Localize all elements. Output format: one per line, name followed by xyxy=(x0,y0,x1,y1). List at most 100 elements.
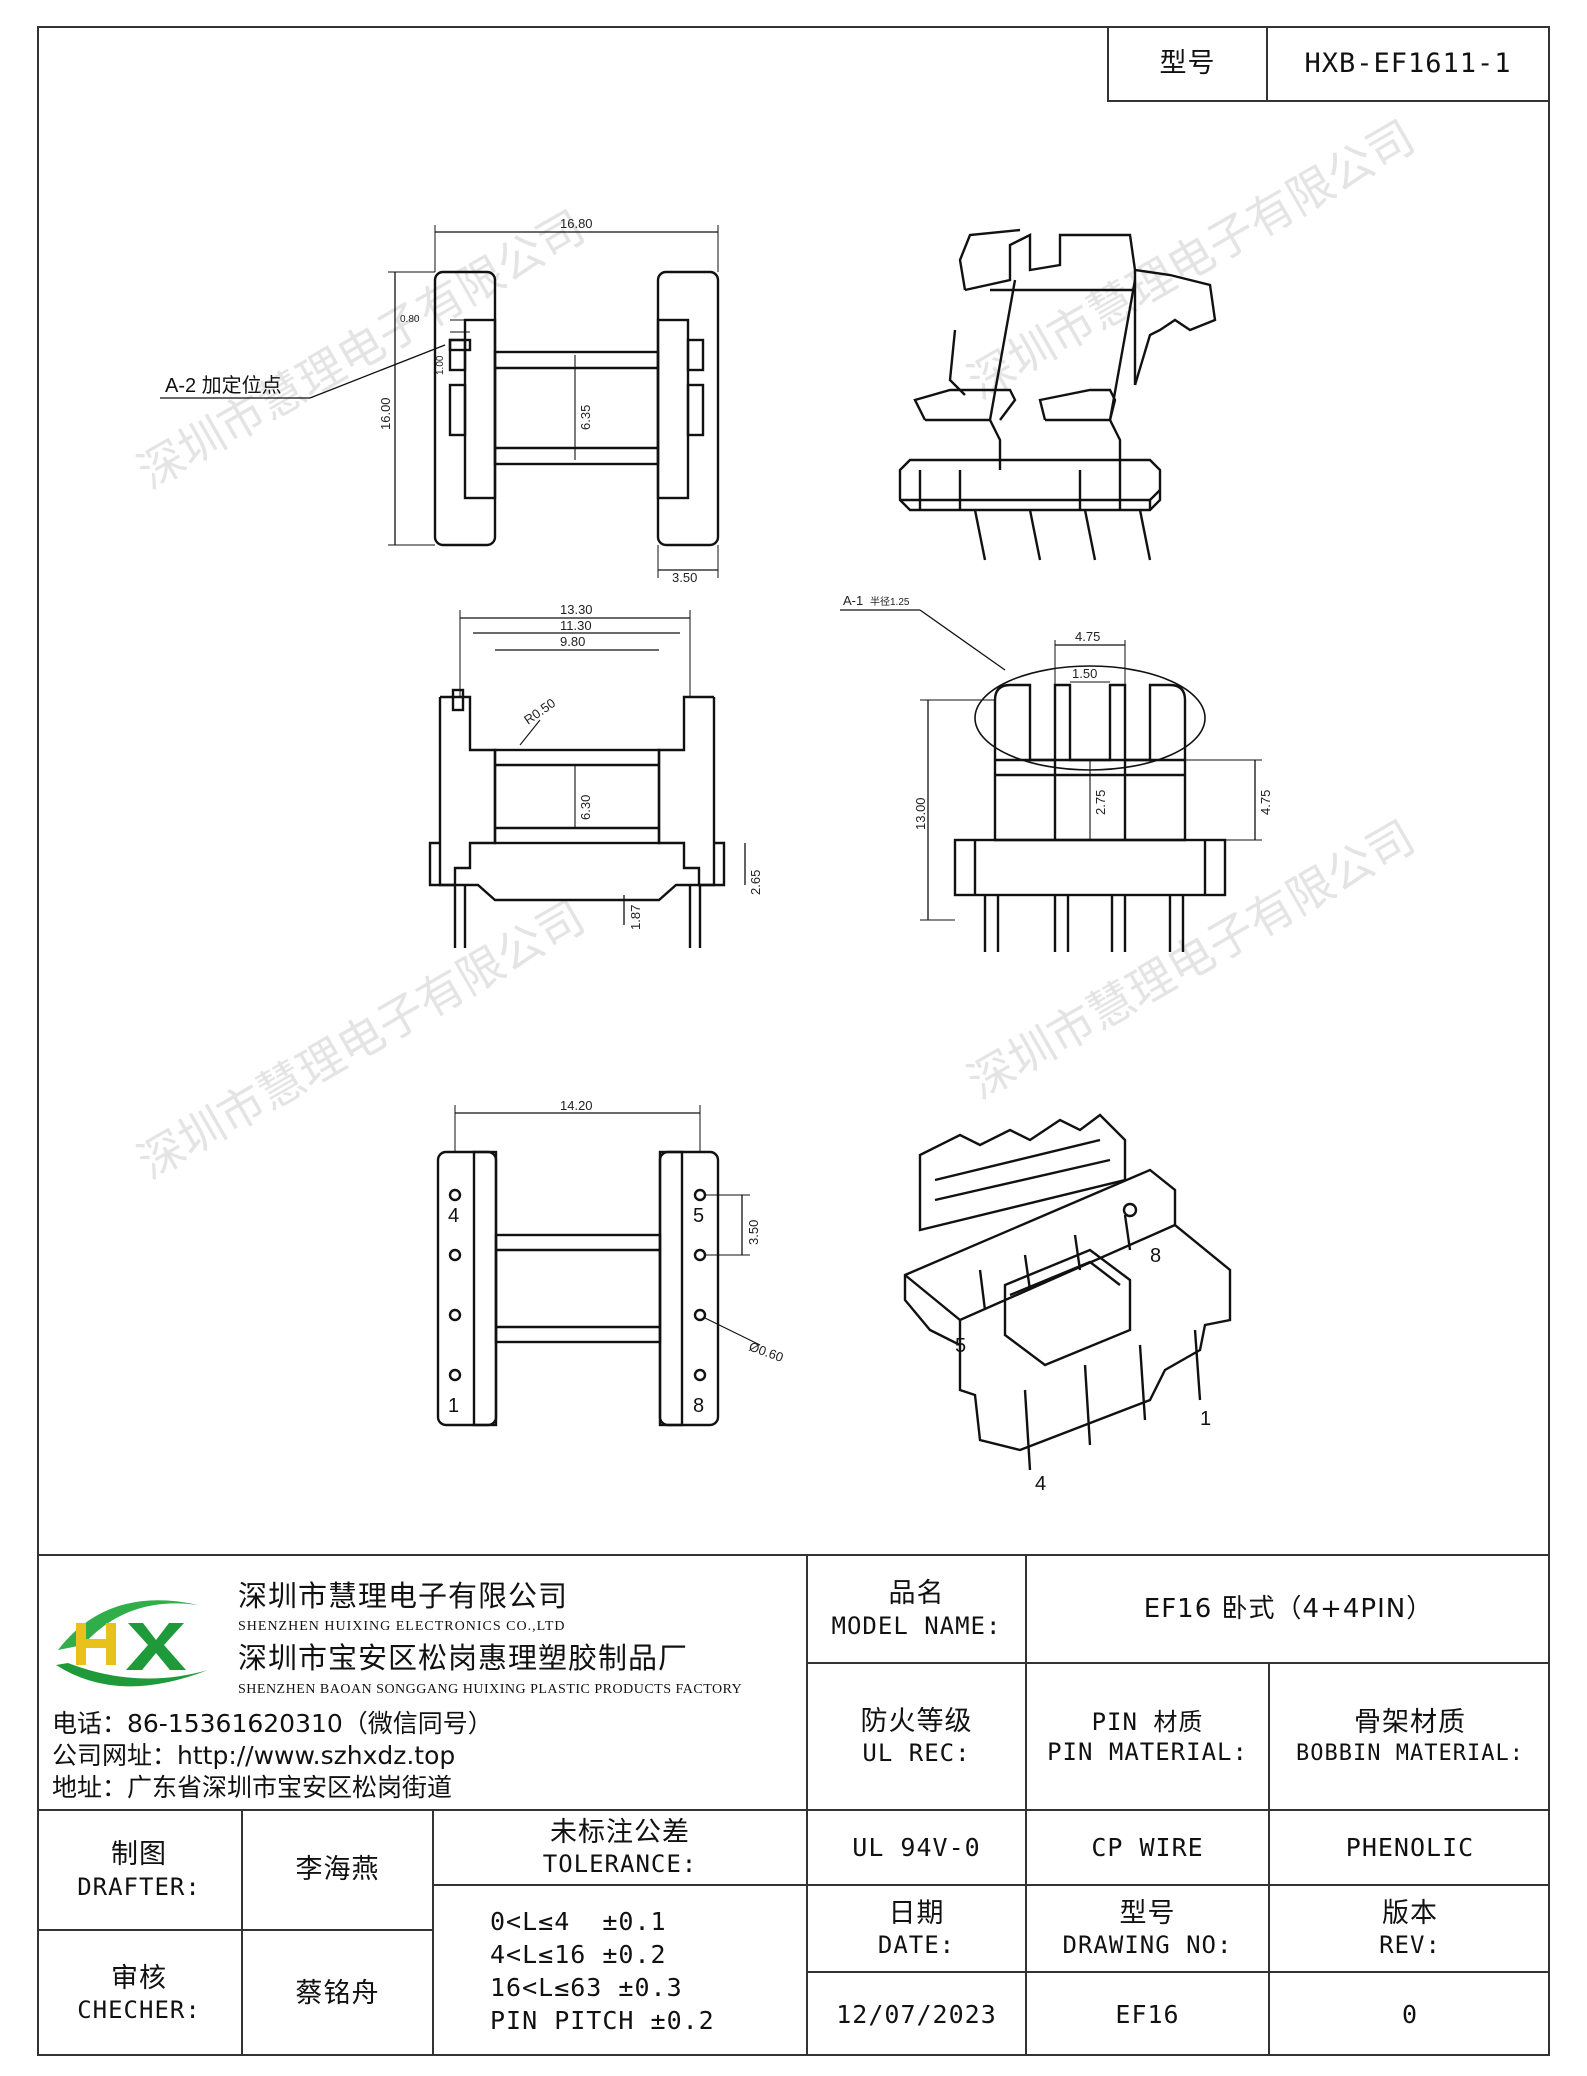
tolerance-cn: 未标注公差 xyxy=(550,1816,690,1848)
drafter-value: 李海燕 xyxy=(295,1854,380,1886)
pin-material-value: CP WIRE xyxy=(1091,1832,1204,1862)
checker-value: 蔡铭舟 xyxy=(295,1977,380,2009)
v1-flange: 3.50 xyxy=(672,570,697,585)
v4-hole: Ø0.60 xyxy=(747,1339,785,1365)
drawing-frame xyxy=(37,26,1550,2056)
rev-label: 版本 REV: xyxy=(1270,1886,1550,1971)
v2-w3: 9.80 xyxy=(560,634,585,649)
tb-vline-tol xyxy=(432,1809,434,2056)
model-box-left xyxy=(1107,26,1109,102)
company-name-1-en: SHENZHEN HUIXING ELECTRONICS CO.,LTD xyxy=(238,1619,566,1635)
v1-height: 16.00 xyxy=(378,397,393,430)
rev-en: REV: xyxy=(1379,1931,1441,1960)
view-middle-left xyxy=(428,610,746,948)
v2-inner: 6.30 xyxy=(578,795,593,820)
v2-base: 2.65 xyxy=(748,870,763,895)
model-name-en: MODEL NAME: xyxy=(831,1611,1002,1640)
tb-vline-3 xyxy=(1268,1662,1270,2056)
tolerance-row-3: 16<L≤63 ±0.3 xyxy=(490,1973,683,2002)
drawing-no-cn: 型号 xyxy=(1119,1897,1176,1929)
checker-en: CHECHER: xyxy=(77,1996,201,2025)
tb-line-4 xyxy=(806,1884,1550,1886)
tb-vline-2 xyxy=(1025,1554,1027,2056)
checker-cn: 审核 xyxy=(111,1962,167,1994)
v5-pin-4: 4 xyxy=(1035,1473,1046,1495)
pin-material-cn: PIN 材质 xyxy=(1091,1707,1204,1736)
v3-top: 4.75 xyxy=(1075,629,1100,644)
rev-value: 0 xyxy=(1401,1999,1419,2029)
tb-line-tol xyxy=(432,1884,806,1886)
drawing-no-en: DRAWING NO: xyxy=(1062,1931,1233,1960)
v3-height: 13.00 xyxy=(913,797,928,830)
bobbin-material-label: 骨架材质 BOBBIN MATERIAL: xyxy=(1270,1664,1550,1809)
bobbin-material-value: PHENOLIC xyxy=(1345,1832,1475,1862)
drafter-cn: 制图 xyxy=(111,1839,167,1871)
date-en: DATE: xyxy=(877,1931,956,1960)
drawing-no-value: EF16 xyxy=(1115,1999,1180,2029)
v4-pin-1: 1 xyxy=(448,1395,459,1417)
pin-material-label: PIN 材质 PIN MATERIAL: xyxy=(1027,1664,1268,1809)
company-logo xyxy=(56,1600,208,1687)
tolerance-list: 0<L≤4 ±0.1 4<L≤16 ±0.2 16<L≤63 ±0.3 PIN … xyxy=(434,1886,806,2056)
drafter-label: 制图 DRAFTER: xyxy=(37,1811,241,1929)
model-box-bottom xyxy=(1107,100,1550,102)
date-label: 日期 DATE: xyxy=(808,1886,1025,1971)
date-cn: 日期 xyxy=(888,1897,945,1929)
v4-pin-4: 4 xyxy=(448,1205,459,1227)
tb-line-3 xyxy=(37,1809,1550,1811)
a2-label: A-2 加定位点 xyxy=(165,374,282,397)
v1-small1: 0.80 xyxy=(400,314,420,325)
rev-cn: 版本 xyxy=(1382,1897,1438,1929)
watermark-4: 深圳市慧理电子有限公司 xyxy=(959,810,1424,1110)
v4-pin-8: 8 xyxy=(693,1395,704,1417)
date-value: 12/07/2023 xyxy=(836,1999,997,2029)
view-top-left xyxy=(160,225,720,578)
company-name-2-en: SHENZHEN BAOAN SONGGANG HUIXING PLASTIC … xyxy=(238,1682,743,1698)
view-iso-bottom xyxy=(903,1113,1232,1471)
v2-w2: 11.30 xyxy=(560,618,592,633)
v3-side: 4.75 xyxy=(1258,790,1273,815)
v3-mid: 2.75 xyxy=(1093,790,1108,815)
v2-pin: 1.87 xyxy=(628,905,643,930)
tb-top-line xyxy=(37,1554,1550,1556)
v5-pin-1: 1 xyxy=(1200,1408,1211,1430)
tolerance-row-4: PIN PITCH ±0.2 xyxy=(490,2006,715,2035)
bobbin-material-en: BOBBIN MATERIAL: xyxy=(1296,1740,1524,1766)
view-iso-top xyxy=(898,228,1217,561)
drawing-no-label: 型号 DRAWING NO: xyxy=(1027,1886,1268,1971)
tolerance-row-2: 4<L≤16 ±0.2 xyxy=(490,1940,667,1969)
view-middle-right xyxy=(840,609,1262,952)
v2-radius: R0.50 xyxy=(521,695,558,727)
technical-drawing: 深圳市慧理电子有限公司 深圳市慧理电子有限公司 深圳市慧理电子有限公司 深圳市慧… xyxy=(129,110,1424,1495)
ul-rec-en: UL REC: xyxy=(862,1739,971,1768)
v5-pin-5: 5 xyxy=(955,1335,966,1357)
v1-inner: 6.35 xyxy=(578,405,593,430)
company-website[interactable]: 公司网址：http://www.szhxdz.top xyxy=(52,1741,456,1771)
v2-w1: 13.30 xyxy=(560,602,593,617)
view-bottom-left xyxy=(436,1105,761,1427)
company-name-1: 深圳市慧理电子有限公司 xyxy=(238,1578,569,1613)
v5-pin-8: 8 xyxy=(1150,1245,1161,1267)
model-name-value: EF16 卧式（4+4PIN） xyxy=(1143,1593,1434,1624)
company-address: 地址：广东省深圳市宝安区松岗街道 xyxy=(52,1773,453,1803)
a1-value: 半径1.25 xyxy=(870,595,910,608)
ul-rec-label: 防火等级 UL REC: xyxy=(808,1664,1025,1809)
v1-small2: 1.00 xyxy=(435,355,446,375)
watermark-3: 深圳市慧理电子有限公司 xyxy=(129,890,594,1190)
model-name-label: 品名 MODEL NAME: xyxy=(808,1556,1025,1662)
ul-rec-value: UL 94V-0 xyxy=(852,1832,981,1862)
model-box-divider xyxy=(1266,26,1268,102)
model-value: HXB-EF1611-1 xyxy=(1304,48,1512,80)
tb-line-people xyxy=(37,1929,432,1931)
v4-width: 14.20 xyxy=(560,1098,593,1113)
company-phone: 电话：86-15361620310（微信同号） xyxy=(52,1709,493,1739)
company-name-2: 深圳市宝安区松岗惠理塑胶制品厂 xyxy=(238,1640,689,1675)
tb-line-5 xyxy=(806,1971,1550,1973)
tolerance-label: 未标注公差 TOLERANCE: xyxy=(434,1811,806,1884)
tb-vline-main xyxy=(806,1554,808,2056)
tb-vline-people xyxy=(241,1809,243,2056)
checker-label: 审核 CHECHER: xyxy=(37,1931,241,2056)
v4-pitch: 3.50 xyxy=(746,1220,761,1245)
bobbin-material-cn: 骨架材质 xyxy=(1354,1706,1466,1738)
ul-rec-cn: 防火等级 xyxy=(860,1705,973,1737)
